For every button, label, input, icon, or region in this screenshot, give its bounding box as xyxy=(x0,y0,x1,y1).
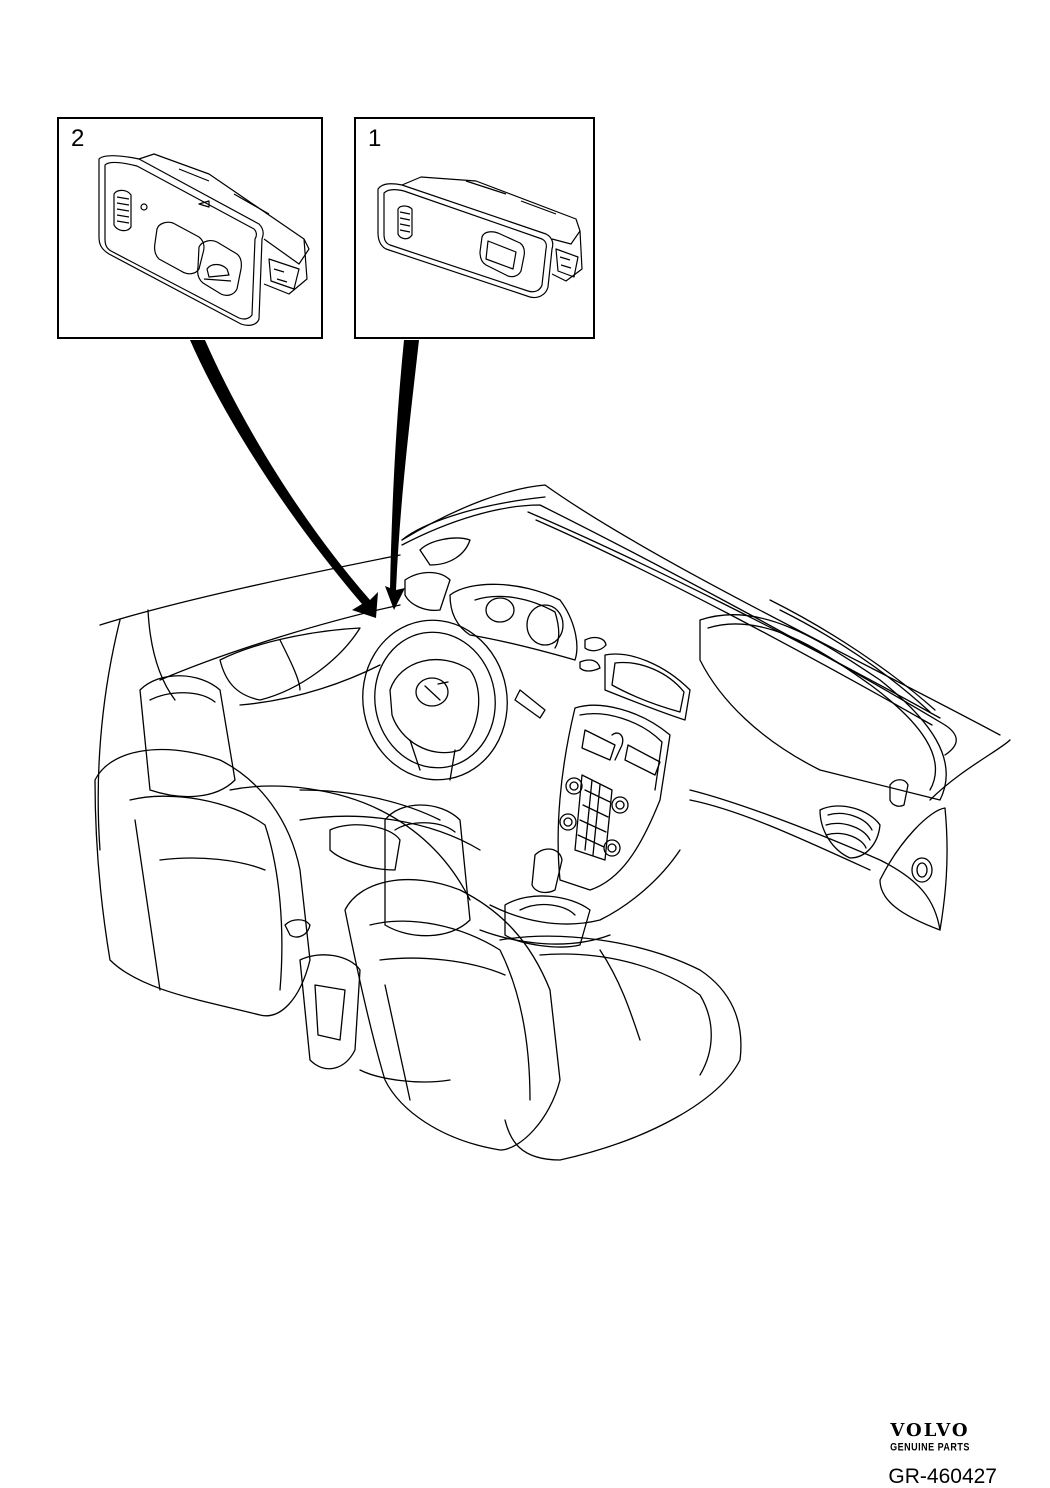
center-console xyxy=(557,704,671,891)
right-seat xyxy=(384,804,471,937)
dashboard-top xyxy=(401,504,957,756)
callout-box-2: 2 xyxy=(57,117,323,339)
steering-wheel xyxy=(362,619,508,781)
center-display xyxy=(604,653,691,721)
gear-shifter xyxy=(531,848,563,894)
instrument-cluster xyxy=(449,583,578,661)
left-seat xyxy=(139,675,236,798)
windscreen-outline xyxy=(401,484,1001,736)
callout-number: 2 xyxy=(71,125,85,152)
reference-code: GR-460427 xyxy=(888,1465,997,1488)
switch-module-illustration xyxy=(377,176,583,299)
brand-subtitle: GENUINE PARTS xyxy=(890,1440,970,1453)
brand-logo: VOLVO GENUINE PARTS xyxy=(865,1420,995,1453)
callout-number: 1 xyxy=(368,125,382,152)
callout-box-1: 1 xyxy=(354,117,595,339)
switch-module-with-trunk-button-illustration xyxy=(98,153,310,326)
brand-name: VOLVO xyxy=(890,1420,970,1441)
